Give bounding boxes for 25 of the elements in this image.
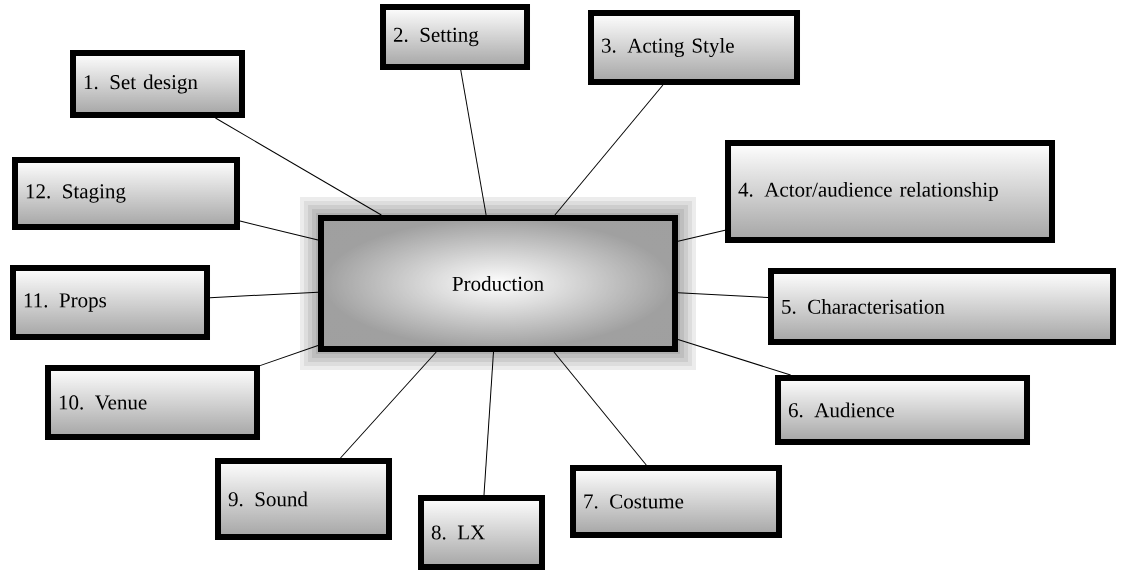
topic-box: 9. Sound <box>215 458 392 540</box>
topic-box: 1. Set design <box>70 50 245 118</box>
connector-line <box>259 345 319 367</box>
connector-line <box>677 292 769 299</box>
connector-line <box>483 351 494 496</box>
connector-line <box>554 84 664 216</box>
topic-box: 6. Audience <box>775 375 1030 445</box>
connector-line <box>214 117 382 216</box>
topic-box: 10. Venue <box>45 365 260 440</box>
connector-line <box>460 69 487 216</box>
topic-box: 8. LX <box>418 495 545 570</box>
central-box: Production <box>318 215 678 352</box>
connector-line <box>239 220 319 241</box>
topic-box: 3. Acting Style <box>588 10 800 85</box>
connector-line <box>209 291 319 299</box>
topic-box: 5. Characterisation <box>768 268 1116 345</box>
topic-box: 7. Costume <box>570 465 782 538</box>
connector-line <box>553 351 647 466</box>
topic-box: 12. Staging <box>12 157 240 230</box>
topic-box: 2. Setting <box>380 4 530 70</box>
connector-line <box>677 339 792 376</box>
topic-box: 11. Props <box>10 265 210 340</box>
connector-line <box>677 229 726 242</box>
connector-line <box>340 351 437 459</box>
topic-box: 4. Actor/audience relationship <box>725 140 1055 243</box>
